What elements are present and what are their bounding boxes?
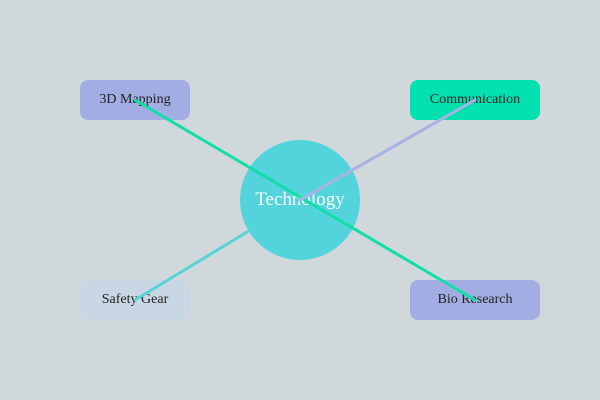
node-label: 3D Mapping bbox=[99, 92, 171, 107]
center-node-technology[interactable]: Technology bbox=[240, 140, 360, 260]
node-communication[interactable]: Communication bbox=[410, 80, 540, 120]
node-label: Bio Research bbox=[437, 292, 513, 307]
center-label: Technology bbox=[255, 189, 345, 210]
node-safety-gear[interactable]: Safety Gear bbox=[80, 280, 190, 320]
node-3d-mapping[interactable]: 3D Mapping bbox=[80, 80, 190, 120]
node-label: Communication bbox=[429, 92, 521, 107]
node-bio-research[interactable]: Bio Research bbox=[410, 280, 540, 320]
node-label: Safety Gear bbox=[101, 292, 169, 307]
